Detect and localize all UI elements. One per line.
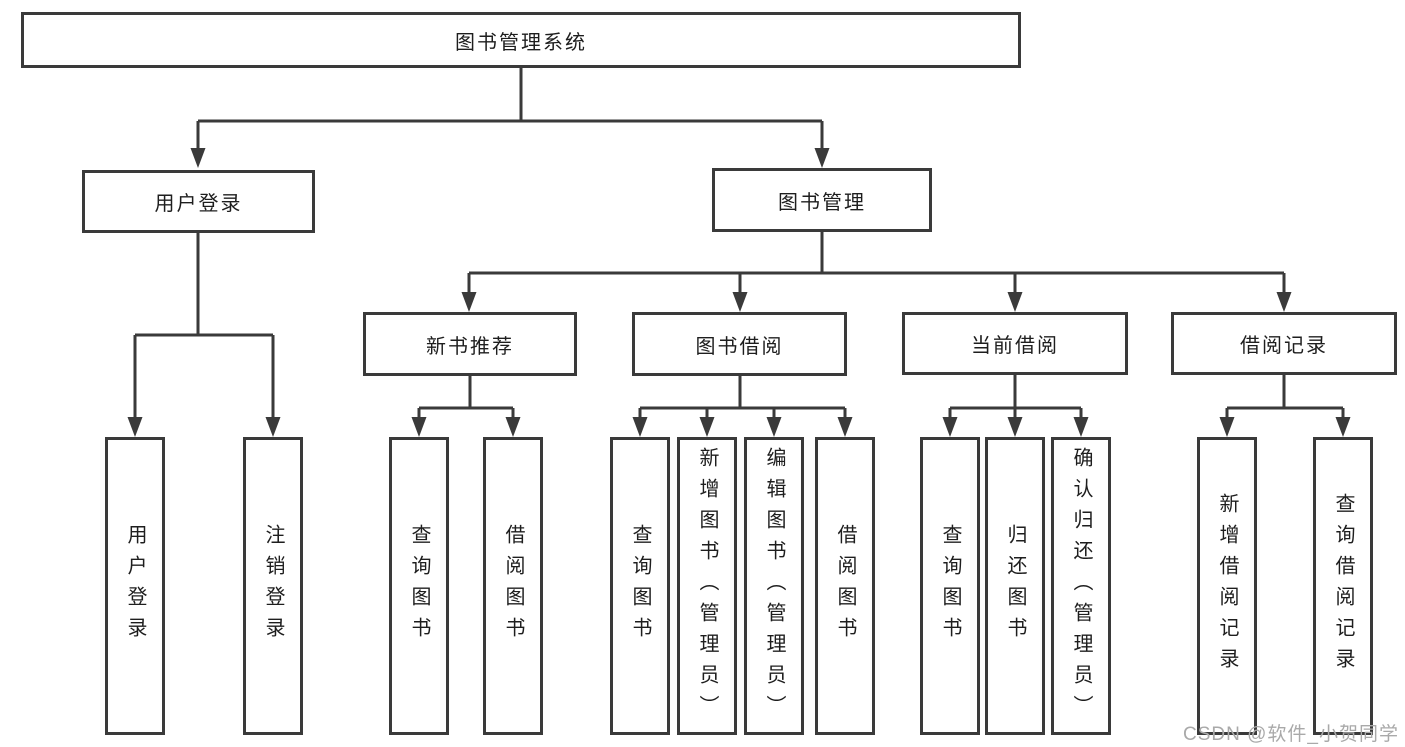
node-label: 当前借阅	[971, 335, 1059, 357]
node-library-system: 图书管理系统	[21, 12, 1021, 68]
leaf-label: 新增图书（管理员）	[696, 446, 718, 726]
node-label: 借阅记录	[1240, 335, 1328, 357]
leaf-add-books-admin: 新增图书（管理员）	[677, 437, 737, 735]
leaf-query-books-recommend: 查询图书	[389, 437, 449, 735]
leaf-label: 用户登录	[124, 524, 146, 648]
leaf-borrow-books: 借阅图书	[815, 437, 875, 735]
leaf-label: 查询借阅记录	[1332, 493, 1354, 679]
node-label: 用户登录	[154, 193, 243, 215]
leaf-label: 新增借阅记录	[1216, 493, 1238, 679]
leaf-label: 借阅图书	[834, 524, 856, 648]
leaf-label: 归还图书	[1004, 524, 1026, 648]
node-user-login: 用户登录	[82, 170, 315, 233]
leaf-label: 查询图书	[629, 524, 651, 648]
leaf-label: 查询图书	[939, 524, 961, 648]
node-label: 图书管理	[778, 191, 866, 214]
node-current-borrowing: 当前借阅	[902, 312, 1128, 375]
leaf-edit-books-admin: 编辑图书（管理员）	[744, 437, 804, 735]
node-borrowing-records: 借阅记录	[1171, 312, 1397, 375]
node-new-book-recommend: 新书推荐	[363, 312, 577, 376]
leaf-logout: 注销登录	[243, 437, 303, 735]
node-label: 图书借阅	[695, 335, 784, 358]
leaf-label: 编辑图书（管理员）	[763, 446, 785, 726]
leaf-query-borrow-record: 查询借阅记录	[1313, 437, 1373, 735]
csdn-watermark: CSDN @软件_小贺同学	[1183, 724, 1399, 745]
leaf-label: 借阅图书	[502, 524, 524, 648]
leaf-label: 确认归还（管理员）	[1070, 446, 1092, 726]
node-book-management: 图书管理	[712, 168, 932, 232]
leaf-user-login: 用户登录	[105, 437, 165, 735]
node-book-borrowing: 图书借阅	[632, 312, 847, 376]
leaf-label: 查询图书	[408, 524, 430, 648]
leaf-add-borrow-record: 新增借阅记录	[1197, 437, 1257, 735]
leaf-query-books-current: 查询图书	[920, 437, 980, 735]
leaf-query-books-borrowing: 查询图书	[610, 437, 670, 735]
node-label: 新书推荐	[426, 335, 514, 358]
leaf-borrow-books-recommend: 借阅图书	[483, 437, 543, 735]
leaf-label: 注销登录	[262, 524, 284, 648]
leaf-return-books: 归还图书	[985, 437, 1045, 735]
node-label: 图书管理系统	[455, 31, 587, 54]
leaf-confirm-return-admin: 确认归还（管理员）	[1051, 437, 1111, 735]
